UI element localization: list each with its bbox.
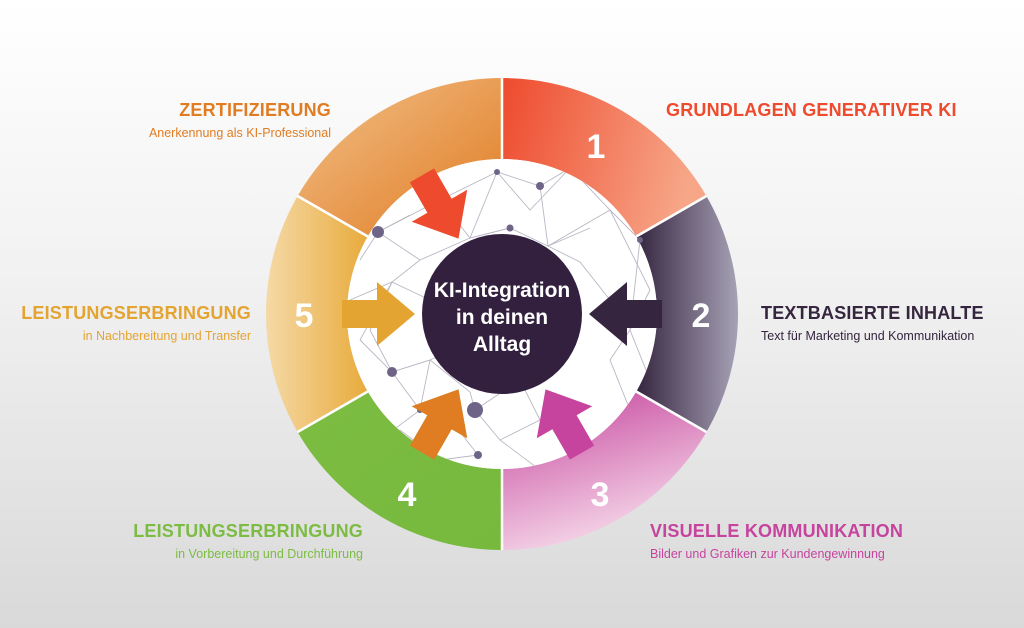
label-segment-5-title: LEISTUNGSERBRINGUNG: [21, 303, 251, 323]
segment-2-number: 2: [692, 297, 711, 335]
segment-ring: [265, 77, 739, 550]
center-line-3: Alltag: [473, 333, 531, 356]
segment-5-number: 5: [295, 297, 314, 335]
segment-4-arc: [297, 391, 502, 550]
label-segment-6-title: ZERTIFIZIERUNG: [179, 100, 331, 120]
segment-6-arc: [297, 77, 502, 237]
label-segment-2: TEXTBASIERTE INHALTE Text für Marketing …: [761, 303, 984, 343]
segment-2-arc: [636, 196, 739, 432]
center-line-1: KI-Integration: [434, 279, 571, 302]
label-segment-3-title: VISUELLE KOMMUNIKATION: [650, 521, 904, 541]
arrow-3-icon: [536, 389, 595, 460]
label-segment-4-title: LEISTUNGSERBRINGUNG: [133, 521, 363, 541]
arrow-1-icon: [409, 168, 468, 239]
arrow-group: [342, 168, 662, 460]
segment-5-arc: [265, 196, 368, 432]
segment-3-number: 3: [591, 476, 610, 514]
label-segment-6-subtitle: Anerkennung als KI-Professional: [148, 126, 331, 140]
segment-3-arc: [502, 391, 707, 550]
label-segment-4: LEISTUNGSERBRINGUNG in Vorbereitung und …: [133, 521, 363, 561]
center-circle: [422, 234, 582, 394]
segment-1-arc: [502, 78, 707, 237]
label-segment-1: GRUNDLAGEN GENERATIVER KI: [666, 100, 957, 121]
label-segment-3-subtitle: Bilder und Grafiken zur Kundengewinnung: [650, 547, 885, 561]
label-segment-5: LEISTUNGSERBRINGUNG in Nachbereitung und…: [21, 303, 251, 343]
segment-4-number: 4: [398, 476, 417, 514]
arrow-5-icon: [342, 282, 415, 346]
label-segment-4-subtitle: in Vorbereitung und Durchführung: [175, 547, 363, 561]
label-segment-5-subtitle: in Nachbereitung und Transfer: [82, 329, 251, 343]
label-segment-6: ZERTIFIZIERUNG Anerkennung als KI-Profes…: [149, 100, 331, 140]
label-segment-2-title: TEXTBASIERTE INHALTE: [761, 303, 984, 323]
arrow-2-icon: [589, 282, 662, 346]
center-line-2: in deinen: [456, 306, 548, 329]
arrow-6-icon: [409, 389, 468, 460]
label-segment-3: VISUELLE KOMMUNIKATION Bilder und Grafik…: [650, 521, 903, 561]
label-segment-2-subtitle: Text für Marketing und Kommunikation: [761, 329, 975, 343]
segment-1-number: 1: [587, 128, 606, 166]
label-segment-1-title: GRUNDLAGEN GENERATIVER KI: [666, 100, 957, 120]
